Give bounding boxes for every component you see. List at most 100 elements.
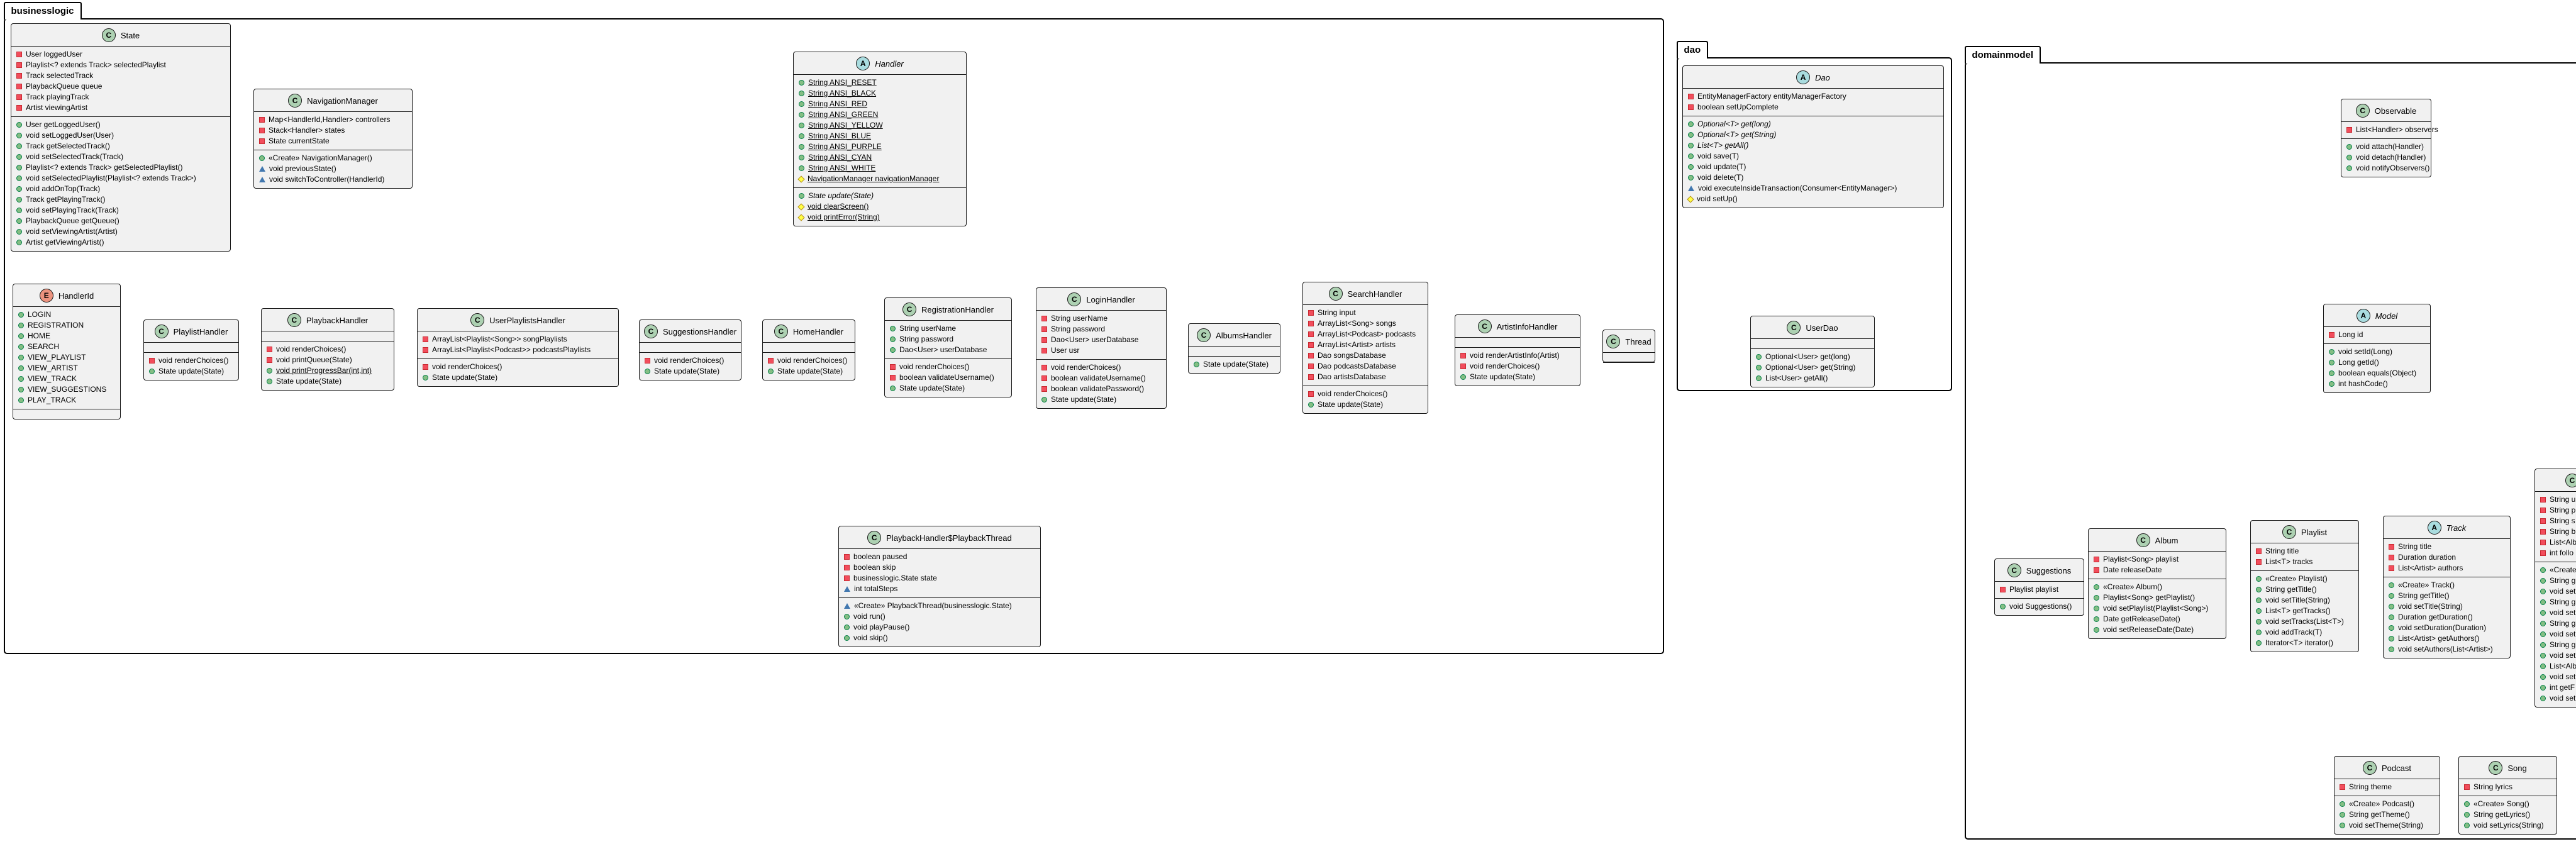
method-member: void setTheme(String) xyxy=(2340,820,2434,831)
method-signature: boolean validatePassword() xyxy=(1051,384,1145,393)
method-member: Playlist<? extends Track> getSelectedPla… xyxy=(16,162,225,173)
method-signature: String g xyxy=(2550,640,2576,649)
method-member: List<T> getTracks() xyxy=(2256,606,2353,616)
visibility-public-icon xyxy=(2340,823,2345,828)
method-signature: Playlist<Song> getPlaylist() xyxy=(2103,593,2196,602)
visibility-public-icon xyxy=(267,379,272,384)
field-member: Dao songsDatabase xyxy=(1308,350,1423,361)
field-member: Dao podcastsDatabase xyxy=(1308,361,1423,372)
field-signature: String password xyxy=(899,335,954,343)
field-signature: String ANSI_RESET xyxy=(808,78,877,87)
visibility-public-icon xyxy=(2540,685,2546,691)
method-signature: User getLoggedUser() xyxy=(26,120,101,129)
method-signature: void setTitle(String) xyxy=(2265,596,2330,604)
method-member: void renderChoices() xyxy=(423,362,613,372)
visibility-package-icon xyxy=(1688,186,1694,191)
method-member: void update(T) xyxy=(1688,162,1938,172)
method-signature: Artist getViewingArtist() xyxy=(26,238,104,247)
visibility-public-icon xyxy=(1308,402,1314,408)
method-signature: void set xyxy=(2550,694,2576,702)
field-signature: List<Handler> observers xyxy=(2356,125,2438,134)
methods-section xyxy=(1603,363,1655,372)
visibility-public-icon xyxy=(2540,653,2546,658)
field-signature: String ANSI_PURPLE xyxy=(808,142,882,151)
visibility-private-icon xyxy=(16,52,22,57)
visibility-private-icon xyxy=(1308,391,1314,397)
methods-section: void setId(Long)Long getId()boolean equa… xyxy=(2324,344,2430,392)
method-signature: void renderChoices() xyxy=(158,356,229,365)
field-signature: Playlist<Song> playlist xyxy=(2103,555,2179,564)
field-member: Track playingTrack xyxy=(16,92,225,103)
method-signature: List<Artist> getAuthors() xyxy=(2398,634,2480,643)
method-member: List<Alb xyxy=(2540,661,2576,672)
visibility-public-icon xyxy=(18,397,24,403)
method-signature: void setAuthors(List<Artist>) xyxy=(2398,645,2493,653)
method-member: void setTitle(String) xyxy=(2256,595,2353,606)
method-signature: void renderChoices() xyxy=(276,345,347,353)
method-member: void previousState() xyxy=(259,164,407,174)
method-signature: void renderChoices() xyxy=(1051,363,1121,372)
method-member: void setDuration(Duration) xyxy=(2389,623,2505,633)
field-signature: String title xyxy=(2265,547,2299,555)
method-signature: List<T> getTracks() xyxy=(2265,606,2331,615)
visibility-public-icon xyxy=(2389,604,2394,609)
methods-section: void renderChoices()void printQueue(Stat… xyxy=(262,341,394,390)
visibility-public-icon xyxy=(2256,576,2262,582)
visibility-public-icon xyxy=(2256,630,2262,635)
visibility-private-icon xyxy=(1308,342,1314,348)
visibility-public-icon xyxy=(2000,604,2006,609)
visibility-private-icon xyxy=(259,138,265,144)
field-member: Map<HandlerId,Handler> controllers xyxy=(259,114,407,125)
class-name: Thread xyxy=(1625,336,1652,347)
method-member: State update(State) xyxy=(267,376,389,387)
method-member: Duration getDuration() xyxy=(2389,612,2505,623)
method-member: void setViewingArtist(Artist) xyxy=(16,226,225,237)
visibility-private-icon xyxy=(1460,364,1466,369)
abstract-class-badge-icon: A xyxy=(2427,521,2441,535)
method-member: boolean validatePassword() xyxy=(1041,384,1161,394)
visibility-public-icon xyxy=(18,365,24,371)
fields-section: String lyrics xyxy=(2459,779,2557,796)
field-signature: User usr xyxy=(1051,346,1080,355)
method-signature: String getLyrics() xyxy=(2473,810,2531,819)
method-signature: Optional<T> get(String) xyxy=(1697,130,1777,139)
method-member: boolean validateUsername() xyxy=(890,372,1006,383)
method-signature: Track getSelectedTrack() xyxy=(26,142,110,150)
field-signature: Long id xyxy=(2338,330,2363,339)
method-signature: Date getReleaseDate() xyxy=(2103,614,2180,623)
field-signature: SEARCH xyxy=(28,342,60,351)
method-signature: void renderChoices() xyxy=(1318,389,1388,398)
class-badge-icon: C xyxy=(288,94,303,108)
method-signature: void set xyxy=(2550,608,2576,617)
method-member: void set xyxy=(2540,672,2576,682)
method-signature: State update(State) xyxy=(1051,395,1117,404)
visibility-private-icon xyxy=(267,357,272,363)
visibility-public-icon xyxy=(267,368,272,374)
method-member: State update(State) xyxy=(1308,399,1423,410)
visibility-public-icon xyxy=(2329,370,2334,376)
visibility-public-icon xyxy=(1688,153,1694,159)
field-member: String ANSI_GREEN xyxy=(799,109,961,120)
visibility-public-icon xyxy=(2464,823,2470,828)
visibility-public-icon xyxy=(2346,165,2352,171)
method-member: Optional<User> get(String) xyxy=(1756,362,1869,373)
methods-section: void renderArtistInfo(Artist)void render… xyxy=(1455,348,1580,386)
visibility-public-icon xyxy=(2464,801,2470,807)
visibility-public-icon xyxy=(16,143,22,149)
visibility-public-icon xyxy=(16,175,22,181)
